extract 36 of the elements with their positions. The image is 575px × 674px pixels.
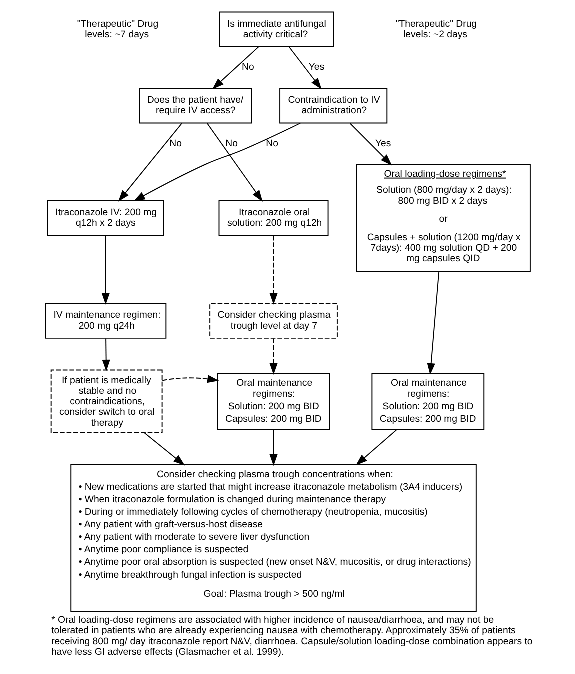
- arrow: [118, 123, 182, 202]
- edge-label: No: [225, 138, 238, 150]
- edge-label: No: [242, 62, 254, 74]
- node-box: Is immediate antifungal activity critical?: [218, 12, 334, 48]
- arrow: [349, 123, 392, 166]
- arrow: [206, 123, 262, 202]
- node-box: Consider checking plasma trough level at day 7: [209, 303, 338, 339]
- label: "Therapeutic" Drug levels: ~7 days: [76, 18, 158, 40]
- node-box: Itraconazole IV: 200 mg q12h x 2 days: [46, 200, 164, 236]
- arrow: [102, 338, 110, 372]
- arrow: [269, 235, 278, 305]
- node-box: Contraindication to IV administration?: [279, 88, 388, 124]
- arrow: [133, 122, 301, 202]
- edge-label: Yes: [374, 138, 391, 150]
- arrow: [144, 432, 185, 466]
- node-box: Oral loading-dose regimens* Solution (800 mg/day x 2 days): 800 mg BID x 2 days or Capsules + solution (1200 mg/day x 7days): 400 mg solution QD + 200 mg capsules QID: [356, 164, 530, 272]
- arrow: [355, 429, 397, 466]
- node-box: Oral maintenance regimens: Solution: 200 mg BID Capsules: 200 mg BID: [216, 373, 330, 430]
- arrow: [288, 46, 322, 90]
- edge-label: No: [169, 138, 182, 150]
- node-box: If patient is medically stable and no contraindications, consider switch to oral therapy: [50, 370, 162, 434]
- label: "Therapeutic" Drug levels: ~2 days: [395, 18, 477, 40]
- node-box: Itraconazole oral solution: 200 mg q12h: [218, 200, 328, 236]
- edge-label: No: [266, 138, 278, 150]
- node-box: Does the patient have/ require IV access?: [138, 88, 252, 124]
- arrow: [269, 338, 278, 375]
- arrow: [212, 46, 259, 90]
- arrow: [269, 429, 278, 466]
- edge-label: Yes: [308, 62, 324, 74]
- caption: * Oral loading-dose regimens are associated with higher incidence of nausea/diarrhoea, and may not be tolerated in patients who are already experiencing nausea with chemotherapy. Approximately 35% of patients receiving 800 mg/ day itraconazole report N&V, diarrhoea. Capsule/solution loading-dose combination appears to have less GI adverse effects (Glasmacher et al. 1999).: [51, 615, 532, 658]
- arrow: [426, 272, 440, 376]
- arrow: [162, 375, 219, 384]
- node-box: Consider checking plasma trough concentrations when: • New medications are started that might increase itraconazole metabolism (3A4 inducers) • When itraconazole formulation is changed during maintenance therapy • During or immediately following cycles of chemotherapy (neutropenia, mucositis) • Any patient with graft-versus-host disease • Any patient with moderate to severe liver dysfunction • Anytime poor compliance is suspected • Anytime poor oral absorption is suspected (new onset N&V, mucositis, or drug interactions) • Anytime breakthrough fungal infection is suspected Goal: Plasma trough > 500 ng/ml: [70, 464, 476, 612]
- node-box: Oral maintenance regimens: Solution: 200 mg BID Capsules: 200 mg BID: [371, 373, 484, 430]
- node-box: IV maintenance regimen: 200 mg q24h: [44, 303, 166, 339]
- arrow: [101, 235, 110, 305]
